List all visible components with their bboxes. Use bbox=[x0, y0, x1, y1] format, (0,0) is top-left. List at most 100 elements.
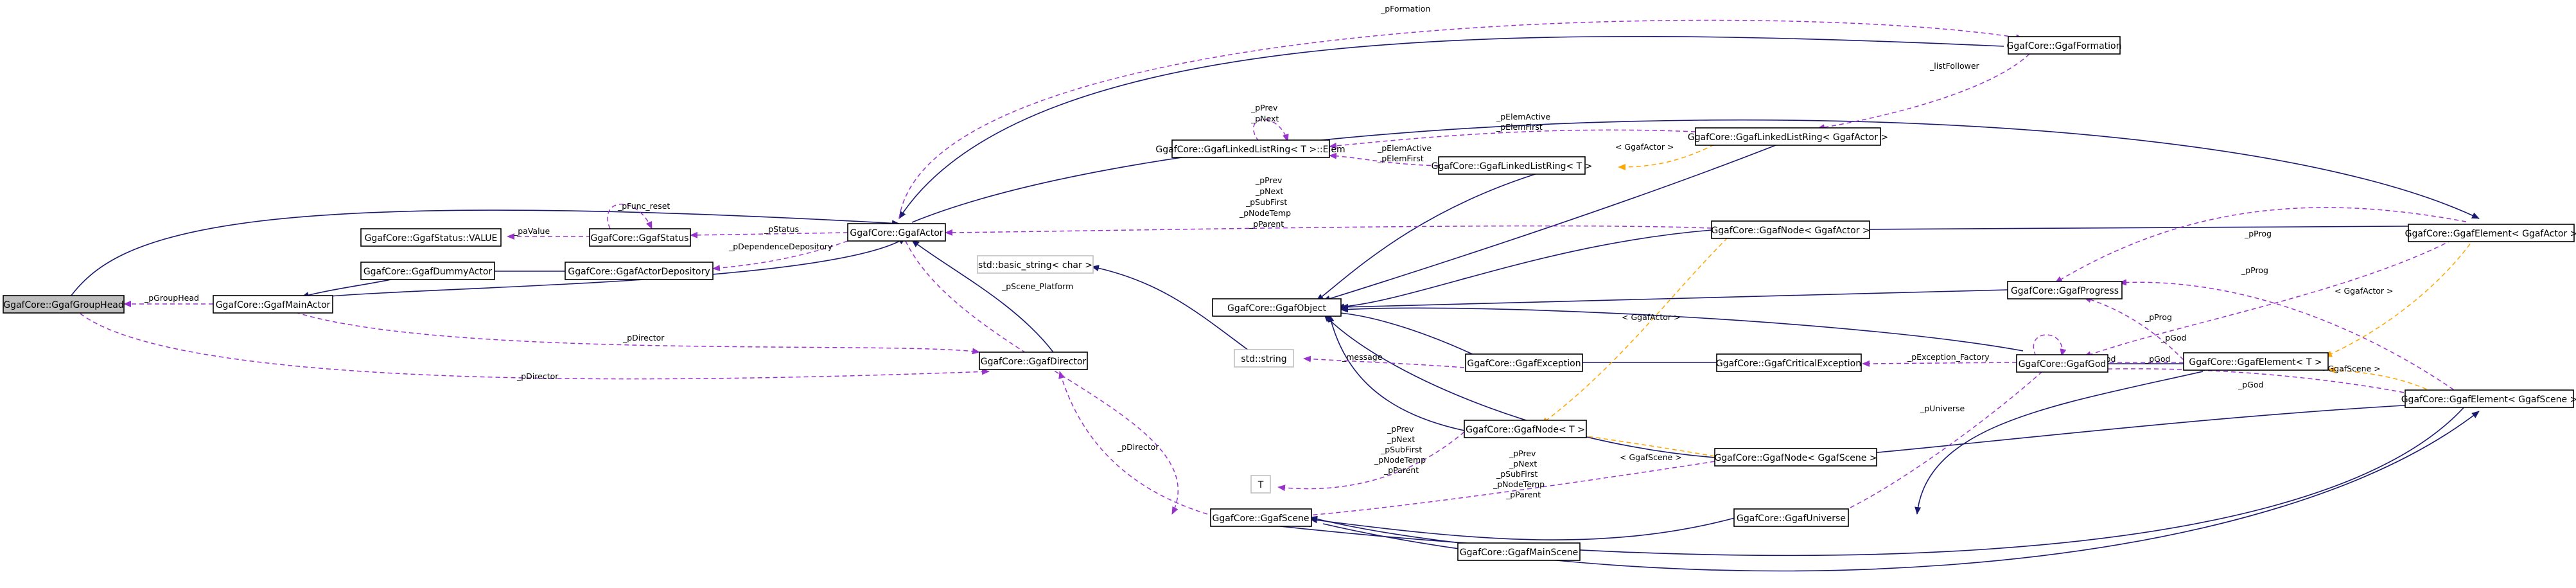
label-ringactor-active: _pElemActive bbox=[1496, 112, 1550, 121]
node-main-actor-label: GgafCore::GgafMainActor bbox=[216, 300, 331, 310]
node-actor[interactable]: GgafCore::GgafActor bbox=[847, 223, 946, 242]
edge-pdirector-1 bbox=[295, 312, 980, 355]
label-t-nodetemp: _pNodeTemp bbox=[1374, 455, 1426, 465]
label-tpl-ggafactor-2: < GgafActor > bbox=[1622, 312, 1680, 322]
node-progress[interactable]: GgafCore::GgafProgress bbox=[2007, 281, 2123, 299]
label-t-subfirst: _pSubFirst bbox=[1380, 445, 1422, 454]
node-string[interactable]: std::string bbox=[1234, 349, 1294, 368]
label-pgod-2: _pGod bbox=[2144, 354, 2170, 364]
label-pgod-3: _pGod bbox=[2238, 380, 2263, 389]
node-scene[interactable]: GgafCore::GgafScene bbox=[1210, 508, 1312, 527]
node-actor-depository[interactable]: GgafCore::GgafActorDepository bbox=[565, 262, 714, 280]
edge-pgod-2 bbox=[2083, 366, 2435, 399]
node-node-scene-label: GgafCore::GgafNode< GgafScene > bbox=[1714, 453, 1877, 463]
edge-pprog-3 bbox=[2119, 279, 2467, 399]
label-ring-first: _pElemFirst bbox=[1377, 154, 1424, 163]
label-pprog-1: _pProg bbox=[2244, 229, 2272, 238]
node-critical-exception[interactable]: GgafCore::GgafCriticalException bbox=[1716, 353, 1862, 372]
label-pprog-2: _pProg bbox=[2241, 265, 2268, 275]
node-t[interactable]: T bbox=[1250, 475, 1271, 494]
label-nodeactor-next: _pNext bbox=[1255, 186, 1283, 196]
edge-universe-scene bbox=[1310, 517, 1738, 540]
node-element-t[interactable]: GgafCore::GgafElement< T > bbox=[2183, 352, 2329, 371]
edge-formation-actor bbox=[898, 35, 2004, 219]
label-ringactor-first: _pElemFirst bbox=[1496, 122, 1543, 132]
node-element-scene[interactable]: GgafCore::GgafElement< GgafScene > bbox=[2401, 389, 2576, 408]
label-nodeactor-prev: _pPrev bbox=[1255, 175, 1283, 185]
node-element-t-label: GgafCore::GgafElement< T > bbox=[2189, 357, 2322, 368]
node-universe[interactable]: GgafCore::GgafUniverse bbox=[1733, 508, 1849, 527]
label-pgrouphead: _pGroupHead bbox=[144, 293, 199, 303]
edge-labels: _pFormation _listFollower _pPrev _pNext … bbox=[144, 4, 2393, 499]
node-actor-depository-label: GgafCore::GgafActorDepository bbox=[568, 267, 710, 277]
node-actor-label: GgafCore::GgafActor bbox=[850, 228, 943, 238]
edge-mainactor-actor bbox=[320, 237, 906, 298]
node-main-actor[interactable]: GgafCore::GgafMainActor bbox=[213, 295, 333, 314]
node-universe-label: GgafCore::GgafUniverse bbox=[1737, 513, 1846, 524]
label-scene-subfirst: _pSubFirst bbox=[1496, 469, 1538, 479]
edge-director-actor bbox=[911, 240, 1054, 353]
edge-puniverse bbox=[1836, 371, 2043, 515]
node-status-value-label: GgafCore::GgafStatus::VALUE bbox=[365, 233, 498, 244]
node-exception-label: GgafCore::GgafException bbox=[1467, 359, 1581, 369]
node-exception[interactable]: GgafCore::GgafException bbox=[1465, 353, 1583, 372]
node-node-actor-label: GgafCore::GgafNode< GgafActor > bbox=[1711, 226, 1870, 236]
edge-nodet-object bbox=[1327, 314, 1465, 431]
edge-grouphead-actor bbox=[67, 209, 900, 301]
edge-exception-object bbox=[1332, 309, 1491, 363]
edge-tpl-elementactor bbox=[2324, 231, 2480, 357]
node-status-value[interactable]: GgafCore::GgafStatus::VALUE bbox=[360, 228, 502, 247]
node-group-head-label: GgafCore::GgafGroupHead bbox=[3, 300, 124, 310]
label-listfollower: _listFollower bbox=[1929, 61, 1980, 71]
edge-nodescene-scene bbox=[1279, 461, 1715, 521]
label-pexception-factory: _pException_Factory bbox=[1907, 352, 1990, 362]
node-group-head[interactable]: GgafCore::GgafGroupHead bbox=[3, 295, 125, 314]
edge-progress-object bbox=[1340, 289, 2008, 310]
node-ring-t[interactable]: GgafCore::GgafLinkedListRing< T > bbox=[1432, 156, 1593, 175]
node-dummy-actor[interactable]: GgafCore::GgafDummyActor bbox=[360, 262, 495, 280]
edge-ringt-object bbox=[1316, 172, 1542, 301]
label-nodeactor-nodetemp: _pNodeTemp bbox=[1239, 208, 1291, 218]
node-object-label: GgafCore::GgafObject bbox=[1227, 303, 1326, 314]
node-element-actor-label: GgafCore::GgafElement< GgafActor > bbox=[2405, 229, 2576, 239]
node-progress-label: GgafCore::GgafProgress bbox=[2011, 286, 2119, 296]
node-node-t[interactable]: GgafCore::GgafNode< T > bbox=[1464, 420, 1587, 438]
node-god[interactable]: GgafCore::GgafGod bbox=[2016, 354, 2108, 373]
node-node-actor[interactable]: GgafCore::GgafNode< GgafActor > bbox=[1711, 220, 1870, 239]
node-element-scene-label: GgafCore::GgafElement< GgafScene > bbox=[2401, 395, 2576, 405]
edge-ringactor-elem bbox=[1329, 129, 1696, 149]
node-basic-string[interactable]: std::basic_string< char > bbox=[977, 255, 1094, 274]
node-main-scene[interactable]: GgafCore::GgafMainScene bbox=[1457, 542, 1581, 561]
label-t-parent: _pParent bbox=[1383, 465, 1419, 475]
edge-elementt-universe bbox=[1914, 371, 2204, 515]
edge-pstatus bbox=[690, 231, 848, 238]
label-pstatus: _pStatus bbox=[764, 224, 799, 234]
label-ring-active: _pElemActive bbox=[1377, 143, 1432, 153]
label-pdirector-3: _pDirector bbox=[1117, 442, 1159, 452]
node-director[interactable]: GgafCore::GgafDirector bbox=[979, 352, 1088, 370]
node-critical-exception-label: GgafCore::GgafCriticalException bbox=[1716, 359, 1861, 369]
node-ring-elem[interactable]: GgafCore::GgafLinkedListRing< T >::Elem bbox=[1155, 139, 1345, 158]
label-scene-parent: _pParent bbox=[1505, 490, 1541, 499]
node-object[interactable]: GgafCore::GgafObject bbox=[1212, 298, 1342, 317]
node-ring-actor[interactable]: GgafCore::GgafLinkedListRing< GgafActor … bbox=[1688, 127, 1888, 146]
node-status[interactable]: GgafCore::GgafStatus bbox=[589, 228, 691, 247]
node-dummy-actor-label: GgafCore::GgafDummyActor bbox=[364, 267, 493, 277]
node-god-label: GgafCore::GgafGod bbox=[2019, 359, 2107, 370]
edge-pdirector-3 bbox=[1058, 371, 1208, 515]
label-pavalue: _paValue bbox=[513, 226, 550, 236]
edge-nodeactor-object bbox=[1336, 229, 1712, 310]
node-t-label: T bbox=[1257, 480, 1264, 490]
nodes: GgafCore::GgafGroupHead GgafCore::GgafMa… bbox=[3, 36, 2576, 561]
node-element-actor[interactable]: GgafCore::GgafElement< GgafActor > bbox=[2405, 224, 2576, 242]
node-scene-label: GgafCore::GgafScene bbox=[1212, 513, 1309, 524]
edge-god-object bbox=[1340, 306, 2024, 352]
label-scene-prev: _pPrev bbox=[1509, 449, 1536, 458]
edge-status-self bbox=[607, 204, 653, 229]
node-node-scene[interactable]: GgafCore::GgafNode< GgafScene > bbox=[1714, 448, 1877, 467]
edge-message bbox=[1303, 355, 1465, 368]
edge-elementscene-nodescene bbox=[1817, 404, 2415, 461]
edge-pgod-3 bbox=[2083, 224, 2480, 358]
label-pprog-3: _pProg bbox=[2144, 312, 2172, 322]
node-formation[interactable]: GgafCore::GgafFormation bbox=[2007, 36, 2122, 55]
